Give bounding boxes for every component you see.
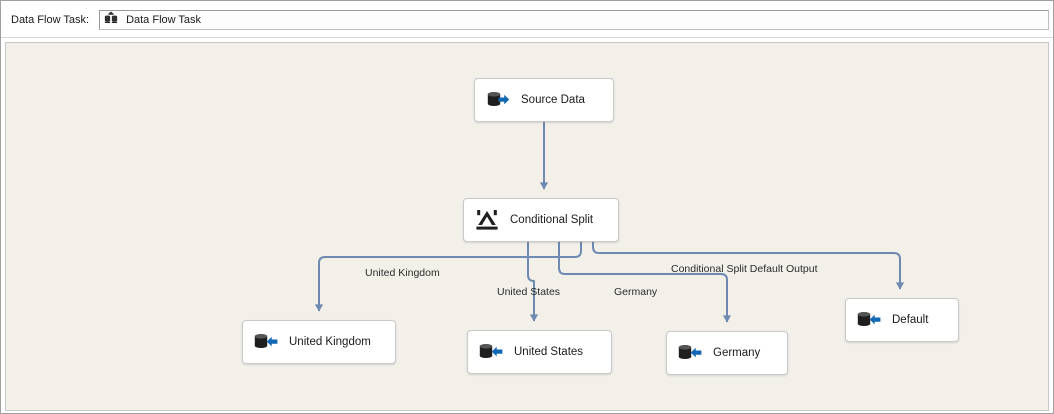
node-default[interactable]: Default (845, 298, 959, 342)
edge-label-united-kingdom[interactable]: United Kingdom (365, 267, 440, 279)
node-label: United States (514, 345, 584, 358)
database-destination-icon (856, 307, 882, 333)
edge-split-to-united-kingdom (314, 242, 582, 312)
data-flow-task-combobox[interactable]: Data Flow Task (99, 10, 1049, 30)
edge-split-to-united-states (527, 242, 539, 322)
data-flow-task-label: Data Flow Task: (11, 14, 90, 26)
edge-label-default-output[interactable]: Conditional Split Default Output (671, 263, 818, 275)
database-source-icon (485, 87, 511, 113)
node-label: Conditional Split (510, 213, 594, 226)
node-united-states[interactable]: United States (467, 330, 612, 374)
conditional-split-icon (474, 207, 500, 233)
node-united-kingdom[interactable]: United Kingdom (242, 320, 396, 364)
edge-label-united-states[interactable]: United States (497, 286, 561, 298)
data-flow-canvas[interactable]: Source Data Conditional Split (5, 42, 1049, 411)
data-flow-task-selector-bar: Data Flow Task: Data Flo (1, 1, 1053, 39)
node-label: Germany (713, 346, 761, 359)
node-germany[interactable]: Germany (666, 331, 788, 375)
data-flow-task-combobox-value: Data Flow Task (126, 14, 202, 26)
node-label: Default (892, 313, 929, 326)
database-destination-icon (253, 329, 279, 355)
header-divider (1, 37, 1053, 38)
edge-split-to-germany (558, 242, 732, 323)
node-label: Source Data (521, 93, 585, 106)
node-source-data[interactable]: Source Data (474, 78, 614, 122)
data-flow-task-icon (104, 11, 118, 29)
node-conditional-split[interactable]: Conditional Split (463, 198, 619, 242)
node-label: United Kingdom (289, 335, 371, 348)
database-destination-icon (677, 340, 703, 366)
edge-label-germany[interactable]: Germany (614, 286, 658, 298)
database-destination-icon (478, 339, 504, 365)
